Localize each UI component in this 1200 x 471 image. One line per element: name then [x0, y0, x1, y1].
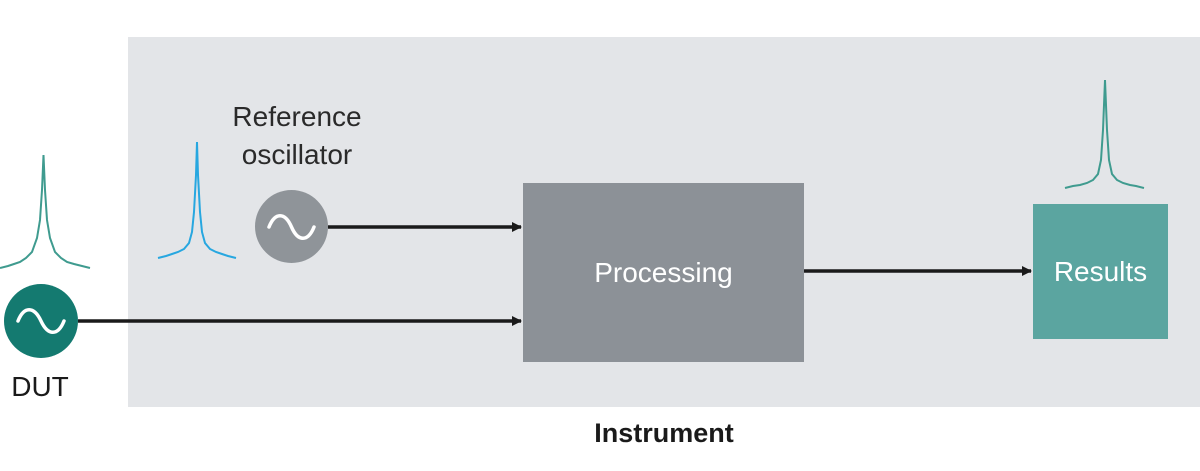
dut-spectrum-icon [0, 154, 91, 269]
dut-oscillator-icon [4, 284, 78, 358]
processing-block: Processing [523, 183, 804, 362]
reference-label-line-2: oscillator [241, 139, 353, 170]
dut-label: DUT [11, 371, 69, 402]
reference-oscillator-icon [255, 190, 328, 263]
reference-oscillator-text: Reference oscillator [222, 98, 372, 174]
processing-label: Processing [594, 256, 733, 288]
results-block: Results [1033, 204, 1168, 339]
reference-oscillator-label: Reference oscillator [222, 98, 372, 174]
reference-spectrum-icon [157, 141, 237, 259]
results-spectrum-icon [1064, 79, 1145, 189]
instrument-label: Instrument [594, 418, 734, 448]
results-label: Results [1053, 255, 1148, 287]
reference-label-line-1: Reference [232, 101, 362, 132]
